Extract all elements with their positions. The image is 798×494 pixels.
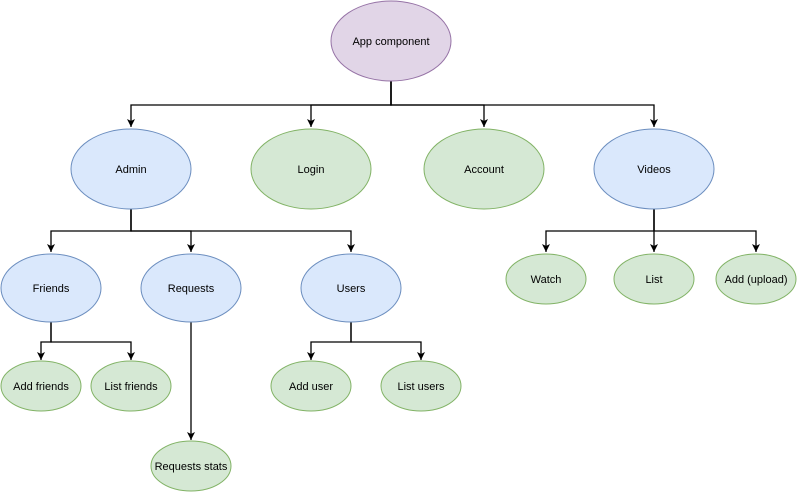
edge-app-admin: [127, 81, 392, 127]
node-list[interactable]: List: [613, 253, 695, 305]
node-list-users[interactable]: List users: [380, 360, 462, 412]
node-users[interactable]: Users: [300, 253, 402, 323]
node-app-component[interactable]: App component: [330, 0, 452, 82]
node-requests[interactable]: Requests: [140, 253, 242, 323]
node-label-users: Users: [337, 283, 366, 295]
node-label-app-component: App component: [352, 36, 429, 48]
edge-friends-list: [50, 322, 135, 360]
node-label-friends: Friends: [33, 283, 70, 295]
edge-videos-watch: [542, 209, 655, 252]
node-label-account: Account: [464, 164, 504, 176]
node-label-watch: Watch: [531, 274, 562, 286]
edge-videos-add: [653, 209, 760, 252]
edge-app-login: [307, 81, 392, 127]
node-label-requests: Requests: [168, 283, 215, 295]
node-watch[interactable]: Watch: [505, 253, 587, 305]
edge-admin-users: [130, 209, 355, 252]
node-add-user[interactable]: Add user: [270, 360, 352, 412]
node-add-friends[interactable]: Add friends: [0, 360, 82, 412]
node-label-add-user: Add user: [289, 381, 333, 393]
edges: [37, 81, 760, 440]
node-label-list: List: [645, 274, 662, 286]
node-login[interactable]: Login: [250, 128, 372, 210]
node-label-add-friends: Add friends: [13, 381, 69, 393]
node-label-videos: Videos: [637, 164, 671, 176]
node-friends[interactable]: Friends: [0, 253, 102, 323]
node-label-admin: Admin: [115, 164, 146, 176]
node-label-list-users: List users: [397, 381, 445, 393]
node-add-upload[interactable]: Add (upload): [715, 253, 797, 305]
node-list-friends[interactable]: List friends: [90, 360, 172, 412]
node-label-add-upload: Add (upload): [725, 274, 788, 286]
node-requests-stats[interactable]: Requests stats: [150, 440, 232, 492]
edge-admin-friends: [47, 209, 132, 252]
node-label-requests-stats: Requests stats: [155, 461, 228, 473]
edge-app-account: [390, 81, 488, 127]
edge-app-videos: [390, 81, 658, 127]
edge-users-list: [350, 322, 425, 360]
node-videos[interactable]: Videos: [593, 128, 715, 210]
node-label-login: Login: [298, 164, 325, 176]
node-label-list-friends: List friends: [104, 381, 158, 393]
node-account[interactable]: Account: [423, 128, 545, 210]
edge-users-add: [307, 322, 352, 360]
edge-friends-add: [37, 322, 52, 360]
node-admin[interactable]: Admin: [70, 128, 192, 210]
